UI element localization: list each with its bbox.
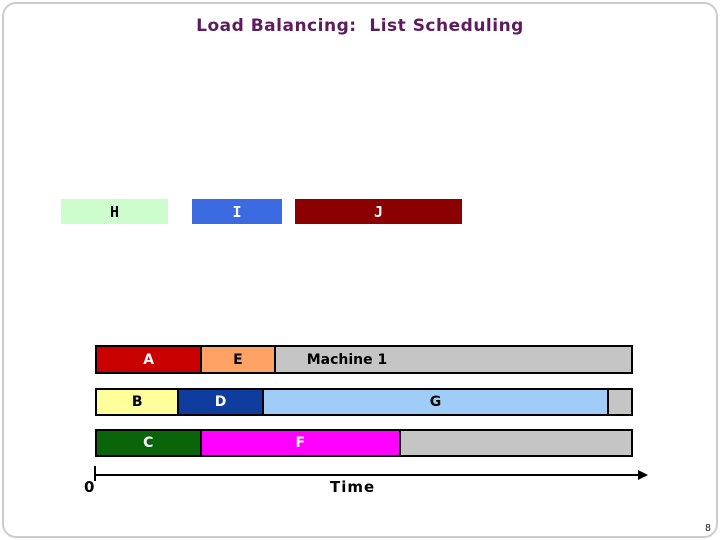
schedule-bar-A: A <box>97 347 203 372</box>
time-axis-line <box>95 474 640 476</box>
slide-title: Load Balancing: List Scheduling <box>196 16 524 36</box>
schedule-bar-C: C <box>97 431 202 455</box>
time-axis-origin-tick <box>94 466 96 481</box>
time-axis-origin-label: 0 <box>84 478 95 496</box>
slide-number: 8 <box>704 523 711 534</box>
schedule-bar-F: F <box>201 431 401 455</box>
schedule-bar-B: B <box>97 390 180 414</box>
schedule-idle-bar <box>400 431 631 455</box>
time-axis-arrowhead-icon <box>638 470 648 480</box>
schedule-idle-bar <box>609 390 631 414</box>
queue-job-I: I <box>192 199 282 224</box>
schedule-bar-D: D <box>179 390 264 414</box>
schedule-bar-G: G <box>263 390 610 414</box>
schedule-idle-bar <box>275 347 631 372</box>
queue-job-H: H <box>61 199 168 224</box>
schedule-bar-E: E <box>202 347 276 372</box>
time-axis-label: Time <box>330 478 376 496</box>
queue-job-J: J <box>295 199 462 224</box>
